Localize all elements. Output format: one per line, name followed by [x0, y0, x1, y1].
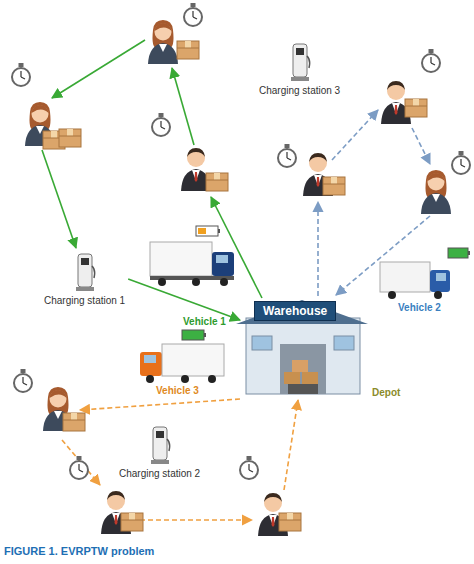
route-arrow — [128, 279, 240, 320]
vehicle-label: Vehicle 1 — [183, 316, 226, 327]
charging-station: Charging station 3 — [256, 42, 343, 96]
charging-station: Charging station 1 — [41, 252, 128, 306]
truck — [380, 262, 450, 299]
warehouse-sign: Warehouse — [254, 301, 336, 321]
station-label: Charging station 3 — [259, 85, 340, 96]
depot-label: Depot — [372, 387, 400, 398]
vehicle-label: Vehicle 3 — [156, 385, 199, 396]
charging-station: Charging station 2 — [116, 425, 203, 479]
charger-icon — [289, 42, 311, 82]
figure-caption: FIGURE 1. EVRPTW problem — [4, 545, 154, 557]
vehicle-label: Vehicle 2 — [398, 302, 441, 313]
warehouse-building — [236, 300, 368, 394]
truck — [150, 242, 234, 286]
charger-icon — [74, 252, 96, 292]
station-label: Charging station 2 — [119, 468, 200, 479]
station-label: Charging station 1 — [44, 295, 125, 306]
truck — [140, 344, 224, 383]
charger-icon — [149, 425, 171, 465]
depot-building: Warehouse — [240, 298, 365, 395]
